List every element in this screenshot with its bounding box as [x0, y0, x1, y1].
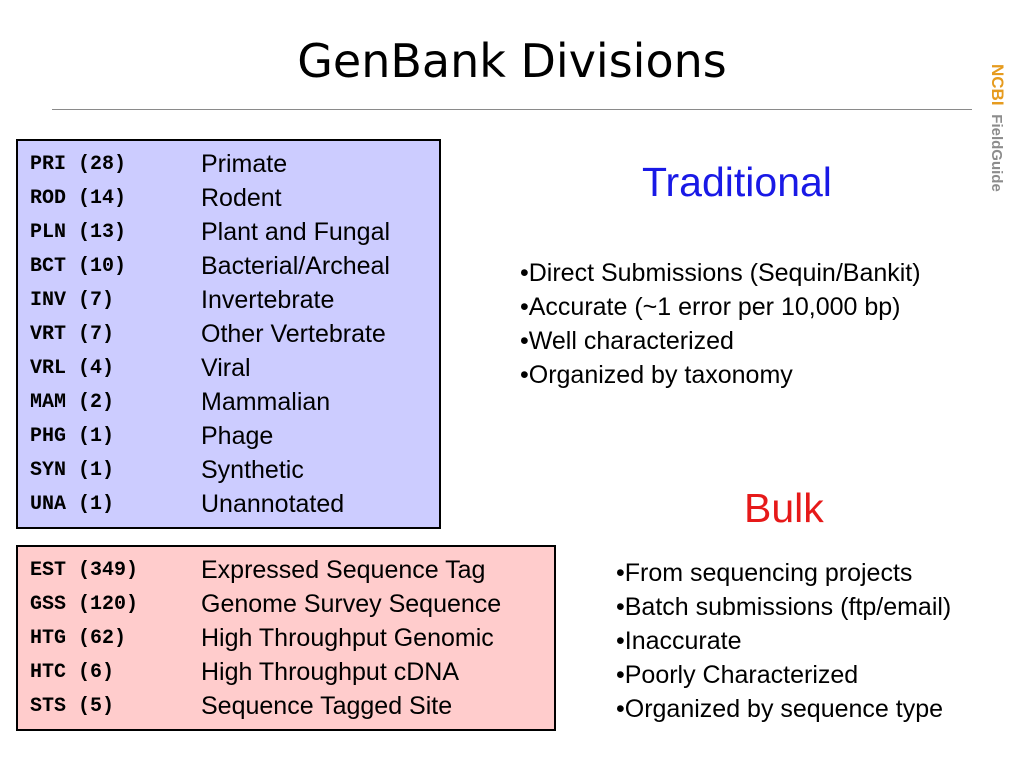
division-code: BCT (10) — [30, 255, 127, 278]
division-name: High Throughput cDNA — [201, 658, 460, 686]
logo-ncbi-text: NCBI — [988, 64, 1007, 106]
traditional-divisions-box: PRI (28) Primate ROD (14) Rodent PLN (13… — [16, 139, 441, 529]
bullet-item: •Poorly Characterized — [616, 661, 859, 689]
slide-title: GenBank Divisions — [297, 34, 727, 88]
bullet-item: •Well characterized — [520, 327, 734, 355]
division-code: SYN (1) — [30, 459, 115, 482]
logo-fieldguide-text: FieldGuide — [988, 114, 1005, 192]
division-name: Plant and Fungal — [201, 218, 391, 246]
division-name: Rodent — [201, 184, 282, 212]
division-code: PLN (13) — [30, 221, 127, 244]
bullet-item: •From sequencing projects — [616, 559, 913, 587]
svg-text:NCBI FieldGuide: NCBI FieldGuide — [988, 64, 1007, 192]
division-code: EST (349) — [30, 559, 139, 582]
division-name: Expressed Sequence Tag — [201, 556, 486, 584]
division-name: Genome Survey Sequence — [201, 590, 502, 618]
traditional-bullet-list: •Direct Submissions (Sequin/Bankit) •Acc… — [520, 256, 921, 392]
division-code: VRT (7) — [30, 323, 115, 346]
division-name: Synthetic — [201, 456, 304, 484]
division-name: Primate — [201, 150, 288, 178]
title-divider — [52, 109, 972, 110]
bullet-item: •Accurate (~1 error per 10,000 bp) — [520, 293, 901, 321]
division-code: PRI (28) — [30, 153, 127, 176]
bullet-item: •Batch submissions (ftp/email) — [616, 593, 952, 621]
division-code: UNA (1) — [30, 493, 115, 516]
bulk-bullet-list: •From sequencing projects •Batch submiss… — [616, 556, 951, 726]
division-name: Viral — [201, 354, 251, 382]
bulk-heading: Bulk — [744, 485, 824, 531]
ncbi-fieldguide-logo: NCBI FieldGuide — [988, 64, 1007, 192]
division-code: STS (5) — [30, 695, 115, 718]
bullet-item: •Organized by sequence type — [616, 695, 944, 723]
division-code: HTC (6) — [30, 661, 115, 684]
division-name: High Throughput Genomic — [201, 624, 494, 652]
traditional-heading: Traditional — [642, 159, 832, 205]
division-code: GSS (120) — [30, 593, 139, 616]
division-code: VRL (4) — [30, 357, 115, 380]
division-name: Sequence Tagged Site — [201, 692, 453, 720]
division-code: MAM (2) — [30, 391, 115, 414]
bullet-item: •Direct Submissions (Sequin/Bankit) — [520, 259, 921, 287]
bullet-item: •Organized by taxonomy — [520, 361, 793, 389]
division-code: PHG (1) — [30, 425, 115, 448]
division-name: Unannotated — [201, 490, 345, 518]
division-code: INV (7) — [30, 289, 115, 312]
bulk-divisions-box: EST (349) Expressed Sequence Tag GSS (12… — [16, 545, 556, 731]
division-name: Mammalian — [201, 388, 331, 416]
division-code: HTG (62) — [30, 627, 127, 650]
division-code: ROD (14) — [30, 187, 127, 210]
division-name: Phage — [201, 422, 274, 450]
division-name: Bacterial/Archeal — [201, 252, 390, 280]
bullet-item: •Inaccurate — [616, 627, 742, 655]
division-name: Other Vertebrate — [201, 320, 386, 348]
division-name: Invertebrate — [201, 286, 335, 314]
